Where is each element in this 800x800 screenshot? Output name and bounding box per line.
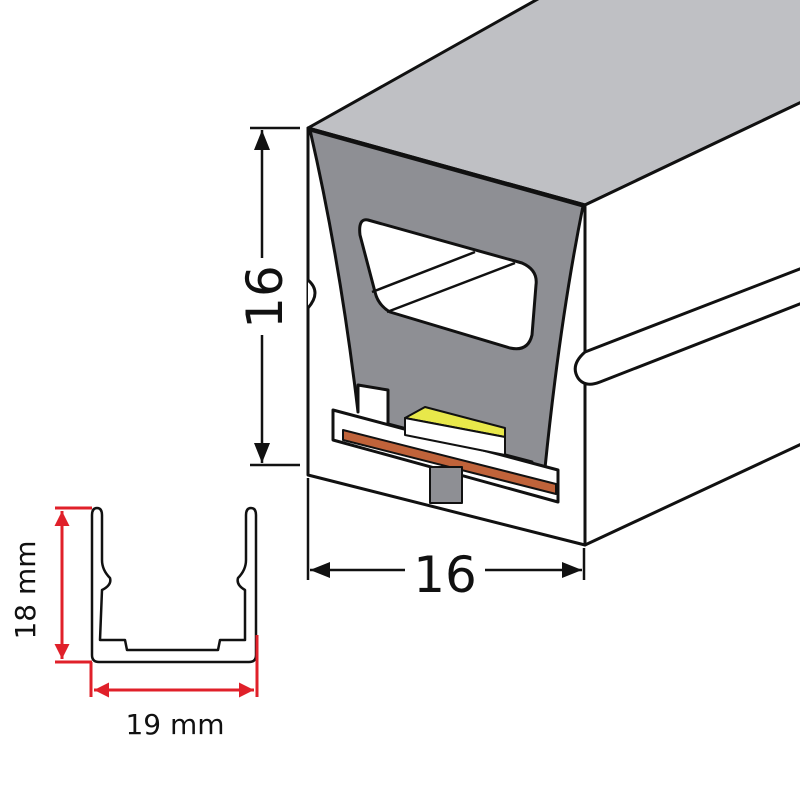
width-dimension <box>306 478 586 580</box>
led-chip-body <box>404 417 506 456</box>
neon-profile-3d <box>306 0 800 547</box>
channel-width-dimension <box>89 635 259 698</box>
channel-height-dimension <box>54 506 92 664</box>
pcb-copper-strip <box>342 429 557 495</box>
side-groove <box>573 267 800 386</box>
light-window <box>358 218 538 351</box>
height-label: 16 <box>236 265 294 329</box>
channel-height-label: 18 mm <box>9 540 42 639</box>
channel-width-label: 19 mm <box>125 708 224 741</box>
aluminum-channel <box>90 506 258 664</box>
width-label: 16 <box>413 546 477 604</box>
center-slot <box>429 466 463 504</box>
left-notch <box>306 278 317 309</box>
height-dimension <box>250 126 300 467</box>
